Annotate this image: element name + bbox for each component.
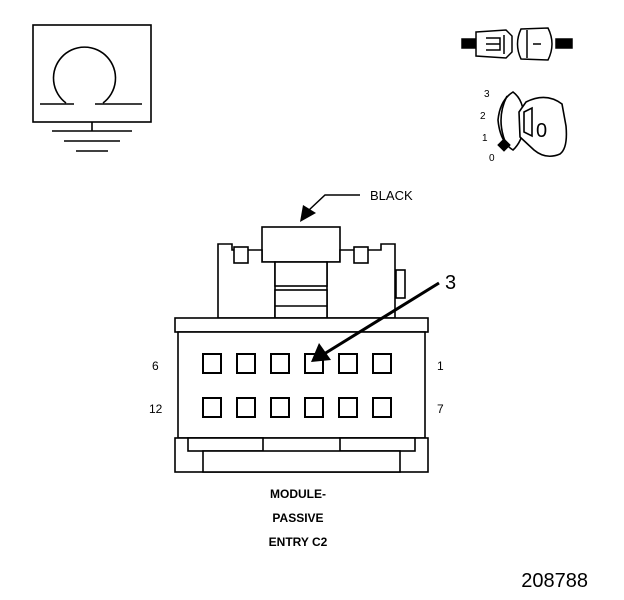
pin-cavity [236, 353, 256, 374]
key-position-1: 1 [482, 133, 488, 144]
connector-body [174, 226, 429, 473]
pin-cavity [372, 353, 392, 374]
connector-name-line-1: MODULE- [270, 487, 326, 501]
pin-cavity [202, 353, 222, 374]
color-callout-leader [300, 194, 360, 222]
key-position-2: 2 [480, 111, 486, 122]
key-position-icon [497, 91, 568, 158]
pin-label-6: 6 [152, 359, 159, 373]
key-position-3: 3 [484, 89, 490, 100]
callout-number: 3 [445, 272, 456, 294]
pin-cavity [338, 397, 358, 418]
pin-cavity [338, 353, 358, 374]
pin-cavity [304, 397, 324, 418]
pin-cavity [270, 353, 290, 374]
connector-color-label: BLACK [370, 188, 413, 203]
callout-arrow [311, 281, 440, 362]
pin-label-12: 12 [149, 402, 163, 416]
pin-cavity [372, 397, 392, 418]
figure-number: 208788 [521, 570, 588, 592]
pin-cavity [202, 397, 222, 418]
key-position-0: 0 [489, 153, 495, 164]
connector-side-view-icon [461, 27, 573, 61]
pin-cavity [236, 397, 256, 418]
pin-cavity [270, 397, 290, 418]
ground-symbol-icon [32, 24, 152, 152]
pin-label-7: 7 [437, 402, 444, 416]
pin-label-1: 1 [437, 359, 444, 373]
connector-name-line-2: PASSIVE [272, 511, 323, 525]
connector-name-line-3: ENTRY C2 [269, 535, 328, 549]
key-label: 0 [536, 120, 547, 142]
pin-cavity-grid [202, 353, 392, 418]
